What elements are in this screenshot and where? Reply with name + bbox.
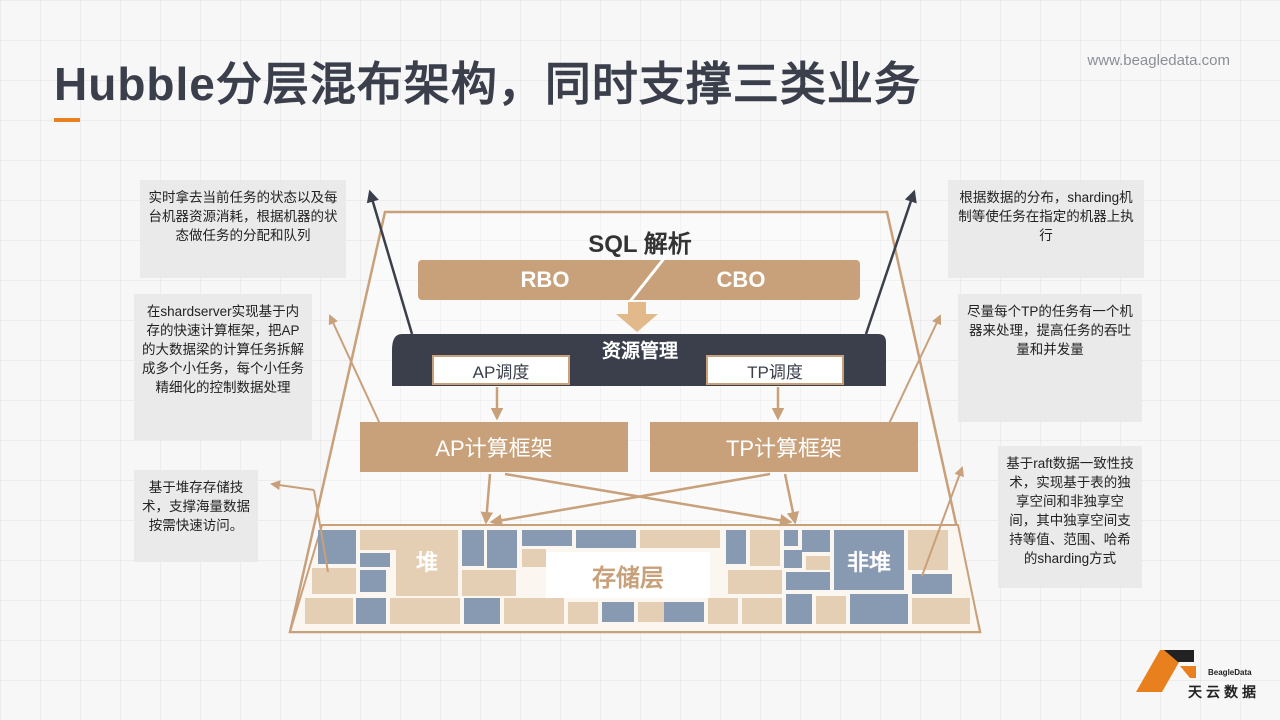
storage-blocks-non-heap: [726, 530, 970, 624]
leader-heap: [313, 489, 329, 573]
ap-schedule-box: AP调度: [432, 355, 570, 385]
logo-en-text: BeagleData: [1208, 668, 1252, 677]
title-accent-bar: [54, 118, 80, 122]
leader-resource-left: [366, 189, 414, 335]
non-heap-note: 基于raft数据一致性技术，实现基于表的独享空间和非独享空间，其中独享空间支持等…: [998, 446, 1142, 588]
tp-schedule-note: 根据数据的分布，sharding机制等使任务在指定的机器上执行: [948, 180, 1144, 278]
storage-blocks-heap: [305, 530, 738, 624]
website-url[interactable]: www.beagledata.com: [1087, 52, 1230, 69]
ap-to-heap-arrow: [480, 473, 494, 525]
heap-label: 堆: [415, 550, 438, 575]
rbo-cbo-divider: [626, 255, 668, 305]
ap-to-nonheap-arrow: [504, 472, 793, 527]
beagledata-logo-icon: [1136, 650, 1196, 692]
page-title: Hubble分层混布架构，同时支撑三类业务: [54, 58, 921, 110]
tp-to-heap-arrow: [489, 472, 771, 527]
cbo-label: CBO: [716, 267, 766, 292]
resource-mgmt-note: 实时拿去当前任务的状态以及每台机器资源消耗，根据机器的状态做任务的分配和队列: [140, 180, 346, 278]
heap-note: 基于堆存存储技术，支撑海量数据按需快速访问。: [134, 470, 258, 562]
sql-parse-label: SQL 解析: [588, 230, 692, 258]
resource-mgmt-label: 资源管理: [601, 340, 678, 362]
tp-schedule-box: TP调度: [706, 355, 844, 385]
rbo-label: RBO: [520, 267, 570, 292]
tp-framework-bar: TP计算框架: [650, 422, 918, 472]
leader-tp-framework: [885, 314, 942, 431]
ap-framework-bar: AP计算框架: [360, 422, 628, 472]
leader-nonheap: [921, 466, 964, 577]
storage-layer-label: 存储层: [546, 552, 710, 598]
rbo-cbo-bar: [418, 260, 860, 300]
leader-resource-right: [864, 189, 917, 335]
down-block-arrow: [616, 302, 658, 332]
leader-heap-h: [270, 480, 315, 491]
non-heap-label: 非堆: [846, 550, 891, 575]
tp-framework-note: 尽量每个TP的任务有一个机器来处理，提高任务的吞吐量和并发量: [958, 294, 1142, 422]
tp-to-nonheap-arrow: [783, 473, 800, 525]
leader-ap-framework: [328, 314, 381, 425]
ap-framework-note: 在shardserver实现基于内存的快速计算框架，把AP的大数据梁的计算任务拆…: [134, 294, 312, 440]
logo-cn-text: 天云数据: [1188, 684, 1260, 700]
